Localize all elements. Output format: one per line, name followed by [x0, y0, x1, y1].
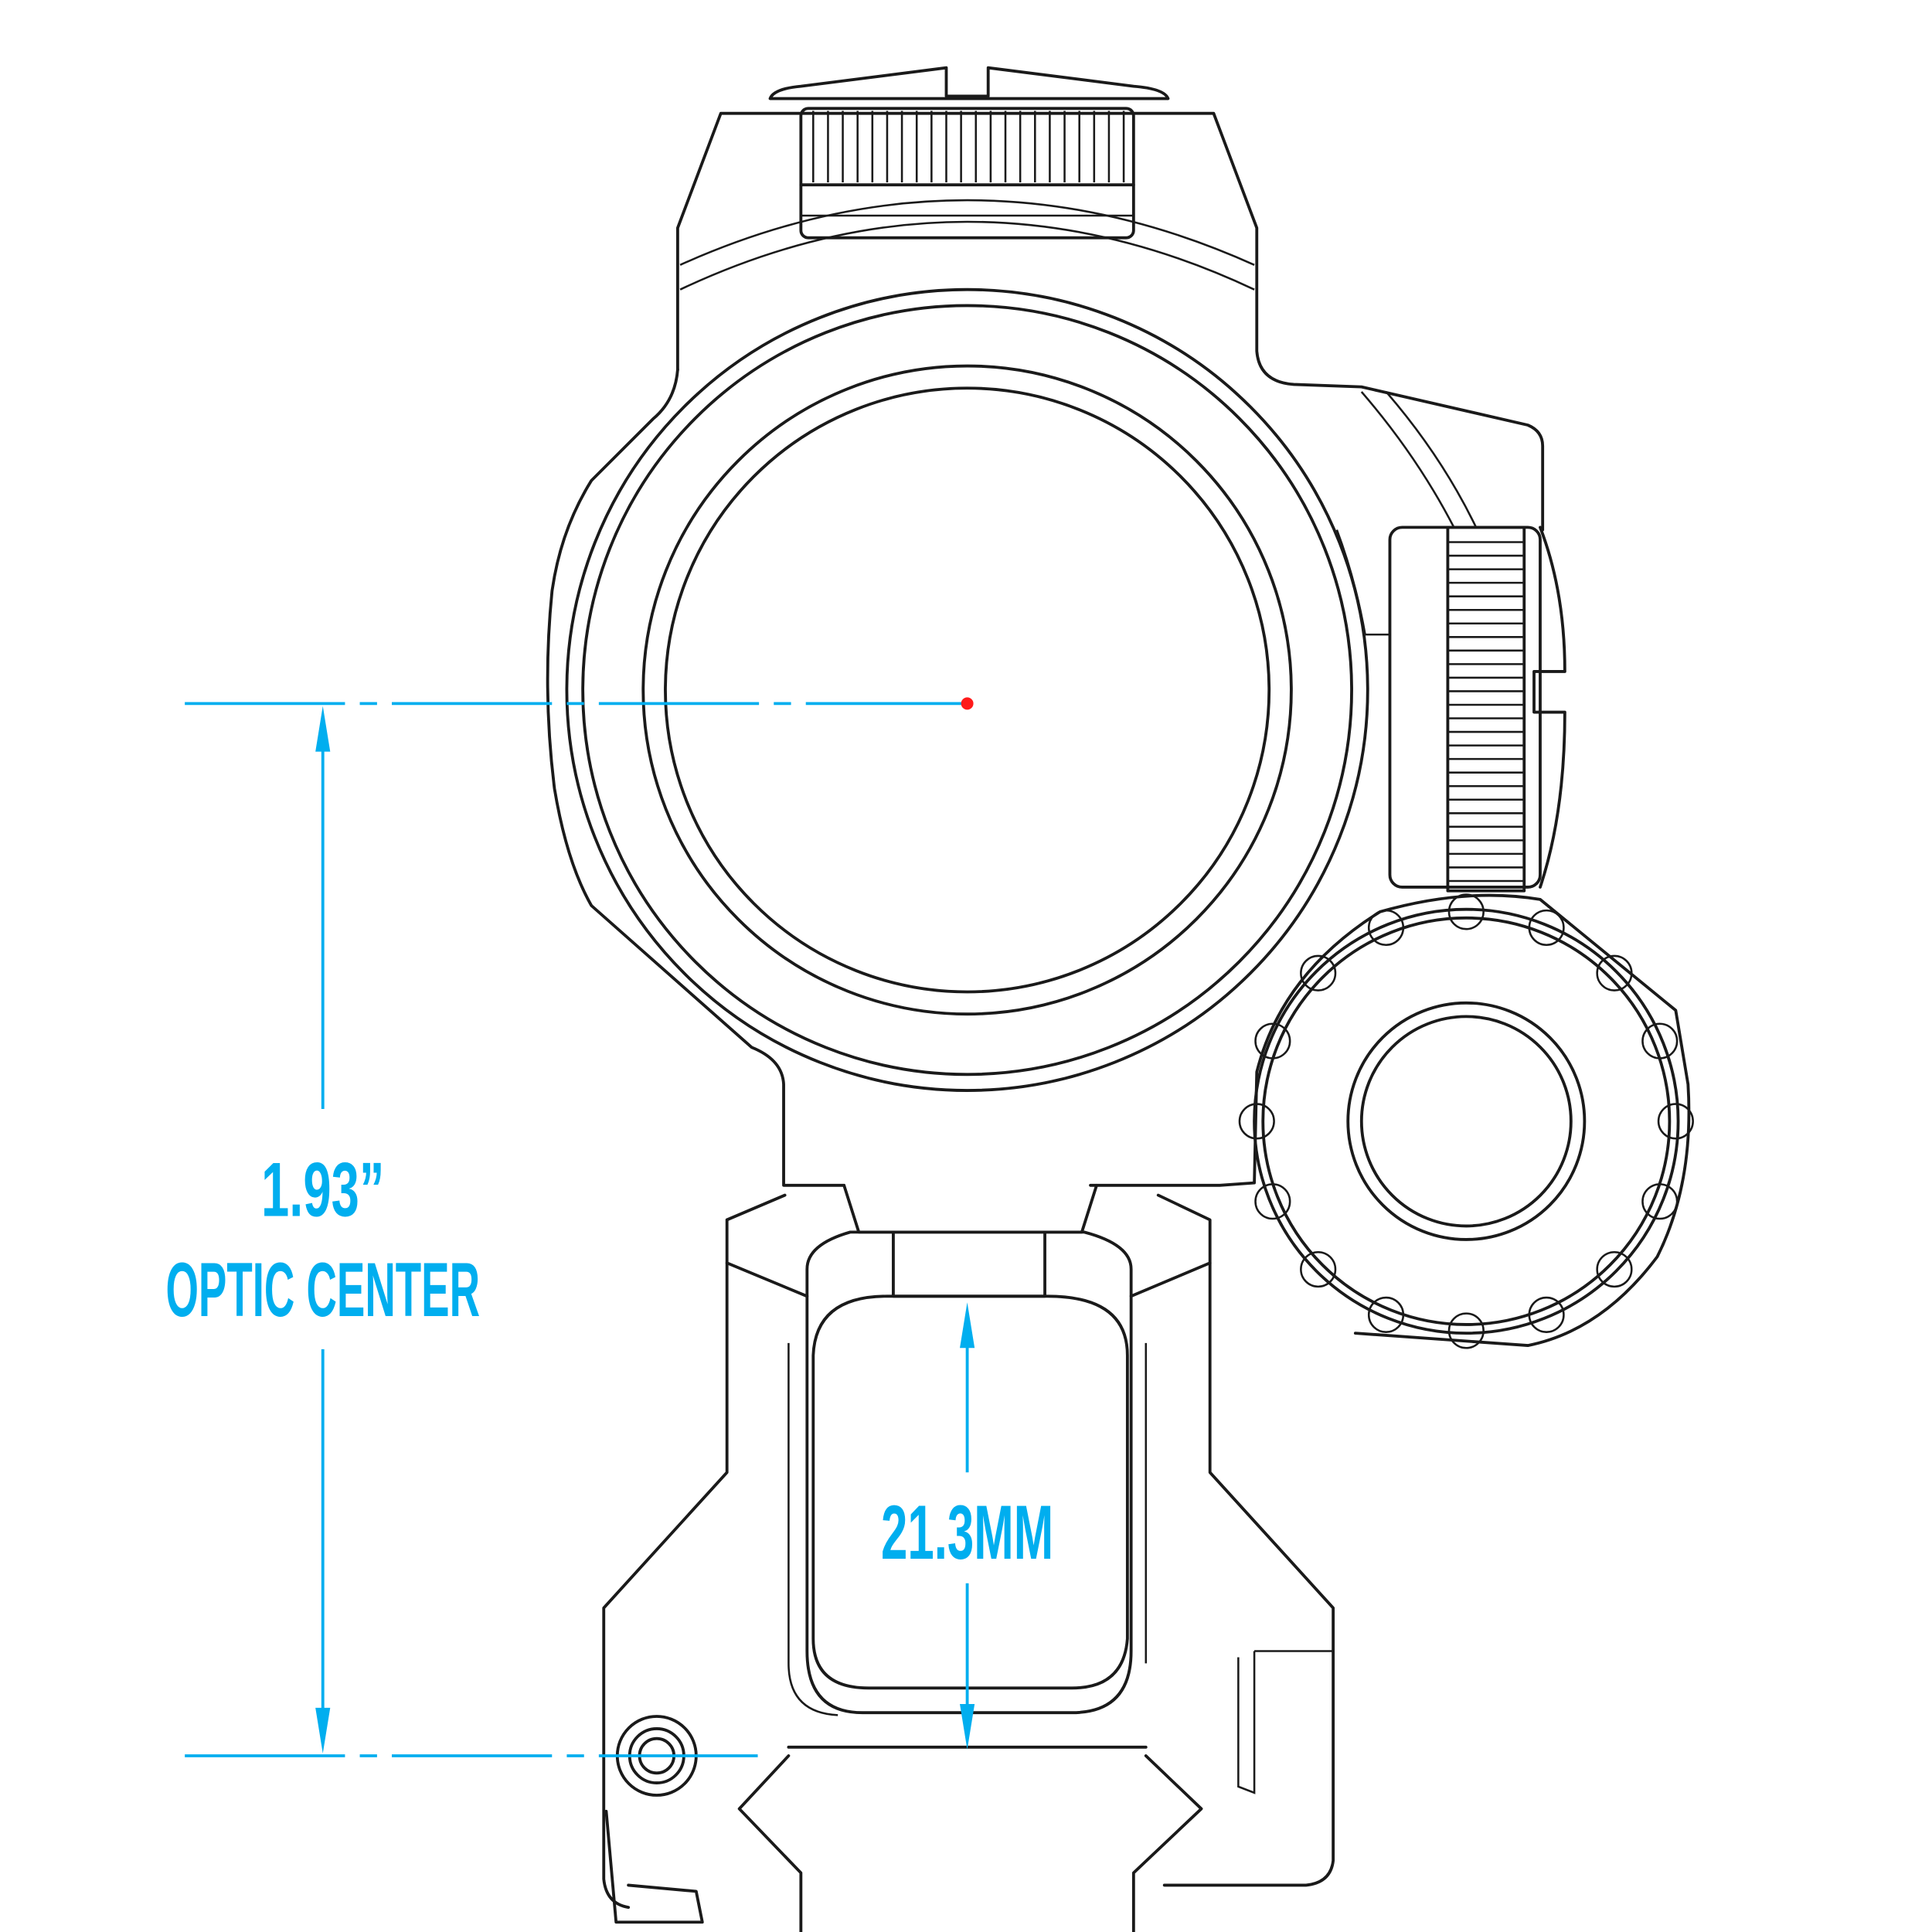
height-value: 1.93” — [261, 1148, 384, 1233]
cap-grip-scallops — [1238, 893, 1694, 1349]
elevation-turret — [768, 66, 1170, 240]
windage-turret — [1388, 526, 1566, 893]
scallop — [1528, 1296, 1565, 1333]
scallop — [1641, 1183, 1679, 1220]
arrow-up-icon — [960, 1302, 975, 1349]
objective-lens — [565, 287, 1369, 1092]
scallop — [1641, 1022, 1679, 1060]
dimension-window: 21.3MM — [881, 1302, 1053, 1750]
knurling — [1447, 541, 1525, 883]
height-label: OPTIC CENTER — [165, 1247, 480, 1332]
scallop — [1300, 1250, 1337, 1288]
window-value: 21.3MM — [881, 1490, 1053, 1575]
optic-housing — [546, 111, 1545, 1187]
arrow-down-icon — [960, 1704, 975, 1750]
battery-cap — [1089, 893, 1694, 1349]
scallop — [1447, 893, 1485, 930]
scallop — [1254, 1022, 1291, 1060]
arrow-up-icon — [315, 706, 331, 752]
knurling — [812, 111, 1125, 182]
scallop — [1596, 954, 1633, 992]
scallop — [1238, 1103, 1275, 1140]
mount — [602, 1183, 1335, 1932]
scallop — [1657, 1103, 1694, 1140]
scallop — [1596, 1250, 1633, 1288]
center-dot — [961, 697, 974, 710]
scallop — [1447, 1312, 1485, 1349]
arrow-down-icon — [315, 1707, 331, 1753]
dimension-optic-center: 1.93” OPTIC CENTER — [165, 702, 968, 1757]
scallop — [1254, 1183, 1291, 1220]
scallop — [1367, 1296, 1405, 1333]
scallop — [1528, 909, 1565, 947]
scallop — [1367, 909, 1405, 947]
scallop — [1300, 954, 1337, 992]
